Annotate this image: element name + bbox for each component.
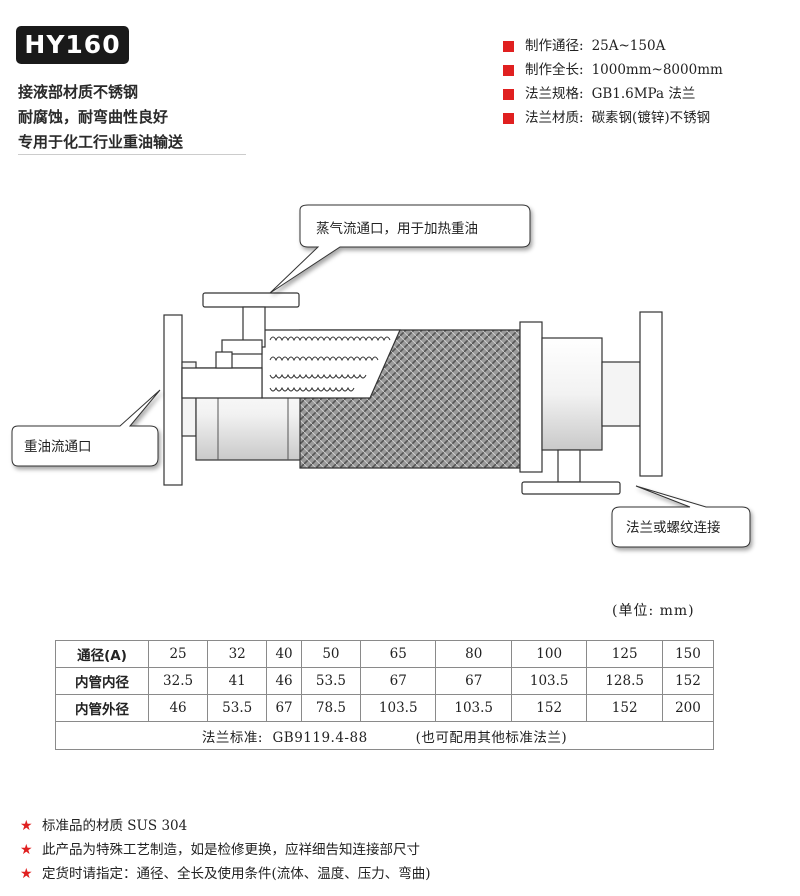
note-text: 定货时请指定：通径、全长及使用条件(流体、温度、压力、弯曲) xyxy=(42,866,431,882)
table-cell: 53.5 xyxy=(300,667,361,695)
table-cell: 103.5 xyxy=(435,694,512,722)
spec-label: 法兰规格: xyxy=(525,86,584,102)
notes-list: ★ 标准品的材质 SUS 304 ★ 此产品为特殊工艺制造，如是检修更换，应祥细… xyxy=(20,814,431,886)
spec-row: 制作通径: 25A~150A xyxy=(503,34,723,58)
table-cell: 200 xyxy=(661,694,715,722)
unit-label: (单位: mm) xyxy=(612,603,695,619)
spec-label: 制作全长: xyxy=(525,62,584,78)
star-icon: ★ xyxy=(20,866,33,882)
callout-oil: 重油流通口 xyxy=(11,389,161,467)
red-square-icon xyxy=(503,112,514,124)
table-cell: 46 xyxy=(266,667,302,695)
table-cell: 78.5 xyxy=(300,694,361,722)
table-cell: 125 xyxy=(586,640,663,668)
spec-label: 制作通径: xyxy=(525,38,584,54)
flange-standard-cell: 法兰标准: GB9119.4-88 (也可配用其他标准法兰) xyxy=(55,721,714,750)
oil-inlet-pipe xyxy=(181,367,263,399)
table-row: 通径(A) 25 32 40 50 65 80 100 125 150 xyxy=(55,640,715,668)
table-cell: 80 xyxy=(435,640,512,668)
note-text: 标准品的材质 SUS 304 xyxy=(42,818,188,834)
table-cell: 152 xyxy=(510,694,588,722)
table-cell: 152 xyxy=(586,694,663,722)
drain-valve xyxy=(521,449,621,495)
row-header: 内管内径 xyxy=(55,667,149,695)
table-cell: 103.5 xyxy=(359,694,437,722)
callout-steam-text: 蒸气流通口，用于加热重油 xyxy=(316,221,478,237)
table-cell: 32 xyxy=(207,640,268,668)
table-cell: 152 xyxy=(661,667,715,695)
note-text: 此产品为特殊工艺制造，如是检修更换，应祥细告知连接部尺寸 xyxy=(42,842,420,858)
table-cell: 103.5 xyxy=(510,667,588,695)
steam-valve xyxy=(202,292,300,369)
table-cell: 100 xyxy=(510,640,588,668)
feature-underline xyxy=(18,154,246,155)
table-cell: 53.5 xyxy=(207,694,268,722)
braided-jacket xyxy=(261,329,521,469)
table-cell: 67 xyxy=(359,667,437,695)
table-row: 内管外径 46 53.5 67 78.5 103.5 103.5 152 152… xyxy=(55,694,715,722)
row-header: 通径(A) xyxy=(55,640,149,668)
feature-item: 专用于化工行业重油输送 xyxy=(18,133,184,151)
spec-value: GB1.6MPa 法兰 xyxy=(591,86,696,102)
left-flange xyxy=(163,314,197,486)
right-pipe-end xyxy=(519,311,663,477)
feature-list: 接液部材质不锈钢 耐腐蚀，耐弯曲性良好 专用于化工行业重油输送 xyxy=(18,80,183,155)
spec-row: 法兰材质: 碳素钢(镀锌)不锈钢 xyxy=(503,106,723,130)
spec-value: 1000mm~8000mm xyxy=(591,62,723,78)
note-item: ★ 此产品为特殊工艺制造，如是检修更换，应祥细告知连接部尺寸 xyxy=(20,838,431,862)
spec-value: 碳素钢(镀锌)不锈钢 xyxy=(591,110,711,126)
model-badge: HY160 xyxy=(16,26,129,64)
spec-list: 制作通径: 25A~150A 制作全长: 1000mm~8000mm 法兰规格:… xyxy=(503,34,723,130)
table-cell: 41 xyxy=(207,667,268,695)
callout-connection: 法兰或螺纹连接 xyxy=(611,485,751,548)
hose-diagram: 蒸气流通口，用于加热重油 重油流通口 法兰或螺纹连接 xyxy=(11,204,751,548)
table-cell: 32.5 xyxy=(147,667,209,695)
table-cell: 67 xyxy=(435,667,512,695)
table-cell: 128.5 xyxy=(586,667,663,695)
row-header: 内管外径 xyxy=(55,694,149,722)
spec-row: 制作全长: 1000mm~8000mm xyxy=(503,58,723,82)
callout-connection-text: 法兰或螺纹连接 xyxy=(626,519,721,536)
table-row: 内管内径 32.5 41 46 53.5 67 67 103.5 128.5 1… xyxy=(55,667,715,695)
table-cell: 50 xyxy=(300,640,361,668)
table-cell: 25 xyxy=(147,640,209,668)
note-item: ★ 定货时请指定：通径、全长及使用条件(流体、温度、压力、弯曲) xyxy=(20,862,431,886)
spec-row: 法兰规格: GB1.6MPa 法兰 xyxy=(503,82,723,106)
spec-table: 通径(A) 25 32 40 50 65 80 100 125 150 内管内径… xyxy=(55,640,715,750)
table-row: 法兰标准: GB9119.4-88 (也可配用其他标准法兰) xyxy=(55,721,714,750)
table-cell: 40 xyxy=(266,640,302,668)
star-icon: ★ xyxy=(20,842,33,858)
inner-corrugated-pipe xyxy=(269,336,391,392)
red-square-icon xyxy=(503,64,514,76)
feature-item: 接液部材质不锈钢 xyxy=(18,83,139,101)
table-cell: 67 xyxy=(266,694,302,722)
table-cell: 46 xyxy=(147,694,209,722)
red-square-icon xyxy=(503,88,514,100)
callout-steam: 蒸气流通口，用于加热重油 xyxy=(269,204,531,294)
note-item: ★ 标准品的材质 SUS 304 xyxy=(20,814,431,838)
spec-label: 法兰材质: xyxy=(525,110,584,126)
table-cell: 150 xyxy=(661,640,715,668)
feature-item: 耐腐蚀，耐弯曲性良好 xyxy=(18,108,169,126)
star-icon: ★ xyxy=(20,818,33,834)
callout-oil-text: 重油流通口 xyxy=(24,439,92,455)
red-square-icon xyxy=(503,40,514,52)
table-cell: 65 xyxy=(359,640,437,668)
spec-value: 25A~150A xyxy=(591,38,666,54)
